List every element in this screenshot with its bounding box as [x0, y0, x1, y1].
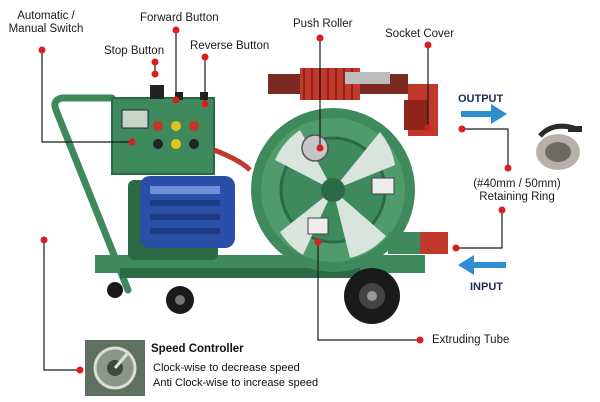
leader-retaining-ring-bottom	[456, 210, 503, 249]
pump-machine-illustration	[51, 68, 448, 324]
retaining-ring-label: (#40mm / 50mm) Retaining Ring	[462, 178, 572, 204]
extruding-tube-label: Extruding Tube	[432, 334, 510, 346]
auto-manual-line2: Manual Switch	[8, 23, 84, 35]
callout-lines	[41, 30, 509, 371]
auto-manual-line1: Automatic /	[17, 10, 75, 22]
speed-controller-image	[85, 340, 145, 396]
speed-controller-line2: Anti Clock-wise to increase speed	[153, 377, 319, 389]
control-box	[111, 97, 215, 175]
forward-button-label: Forward Button	[140, 12, 219, 24]
reverse-button-label: Reverse Button	[190, 40, 270, 52]
push-roller-label: Push Roller	[293, 18, 353, 30]
push-roller	[301, 134, 329, 162]
retaining-ring-illustration	[536, 123, 582, 170]
stop-button-label: Stop Button	[104, 45, 165, 57]
output-label: OUTPUT	[458, 93, 504, 105]
output-arrow	[461, 104, 507, 124]
input-label: INPUT	[470, 281, 503, 293]
leader-extruding-tube	[317, 242, 420, 341]
leader-speed-controller	[43, 240, 80, 371]
speed-controller-title: Speed Controller	[151, 343, 244, 355]
callout-dots	[38, 26, 512, 374]
socket-cover-label: Socket Cover	[385, 28, 455, 40]
leader-retaining-ring-top	[462, 128, 509, 168]
input-arrow	[458, 255, 506, 275]
speed-controller-line1: Clock-wise to decrease speed	[153, 362, 300, 374]
leader-auto-manual	[41, 50, 132, 143]
auto-manual-switch-label: Automatic / Manual Switch	[6, 10, 86, 36]
retaining-ring-line1: (#40mm / 50mm)	[473, 178, 561, 190]
retaining-ring-line2: Retaining Ring	[479, 191, 555, 203]
